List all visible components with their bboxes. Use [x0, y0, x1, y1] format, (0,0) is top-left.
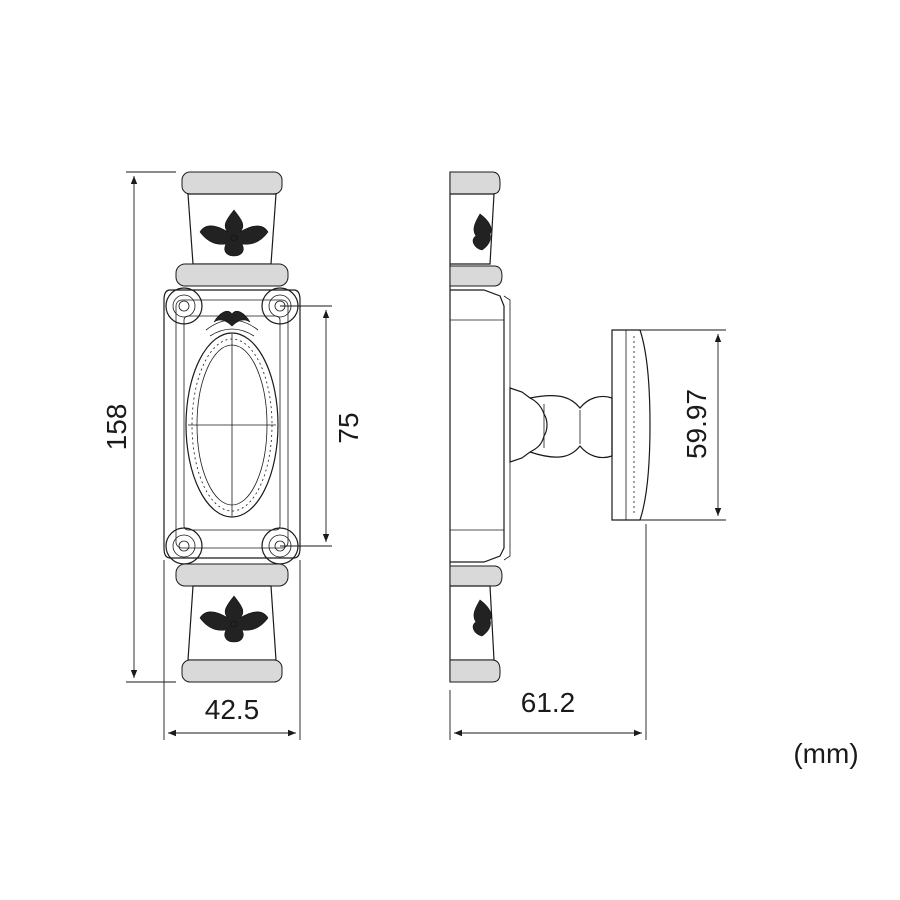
side-bottom-finial	[449, 659, 501, 683]
side-lower-collar	[449, 565, 503, 587]
front-top-fleur-ornament	[199, 209, 269, 257]
dim-plate-width: 42.5	[163, 560, 301, 740]
dim-projection-label: 61.2	[521, 687, 576, 718]
front-bottom-fleur-ornament	[199, 595, 269, 643]
dim-overall-height-label: 158	[101, 404, 132, 451]
side-backplate	[450, 289, 505, 563]
side-bottom-ornament	[472, 599, 492, 637]
dim-knob-diameter-label: 59.97	[681, 389, 712, 459]
front-top-finial	[181, 171, 283, 195]
side-top-ornament	[472, 213, 492, 251]
dim-knob-diameter: 59.97	[640, 329, 726, 521]
side-knob	[611, 329, 651, 521]
dim-hole-spacing: 75	[280, 305, 364, 547]
front-oval-knob	[185, 332, 279, 518]
front-lower-collar	[175, 563, 289, 587]
unit-label: (mm)	[793, 738, 858, 769]
side-top-finial	[449, 171, 501, 195]
side-view	[449, 171, 651, 683]
front-crest-ornament	[205, 310, 259, 337]
side-spindle-neck	[529, 395, 613, 459]
front-upper-collar	[175, 263, 289, 287]
front-view	[163, 171, 301, 683]
side-top-neck	[450, 193, 495, 265]
dim-hole-spacing-label: 75	[333, 412, 364, 443]
front-screw-boss-top-left	[165, 287, 203, 325]
dim-plate-width-label: 42.5	[205, 694, 260, 725]
side-spindle-base	[509, 387, 548, 463]
front-backplate-inner	[175, 299, 289, 549]
side-upper-collar	[449, 265, 503, 287]
front-bottom-finial	[181, 659, 283, 683]
dim-projection: 61.2	[449, 524, 647, 740]
dim-overall-height: 158	[101, 171, 176, 683]
side-backplate-edge	[503, 295, 511, 561]
